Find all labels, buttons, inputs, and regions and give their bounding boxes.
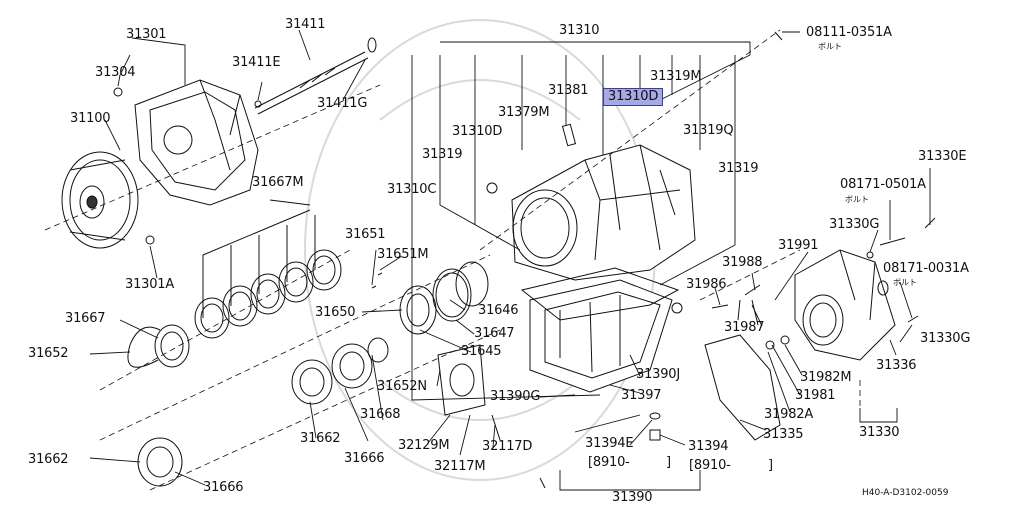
part-label-31645[interactable]: 31645	[461, 344, 502, 359]
part-label-31330e[interactable]: 31330E	[918, 149, 967, 164]
part-label-31981[interactable]: 31981	[795, 388, 836, 403]
part-label-31310[interactable]: 31310	[559, 23, 600, 38]
diagram-code: H40-A-D3102-0059	[862, 488, 949, 498]
clutch-plates-part	[194, 209, 342, 339]
part-label-31397[interactable]: 31397	[621, 388, 662, 403]
bolt-note-08111: ボルト	[818, 42, 842, 51]
bolt-note-08171-0501a: ボルト	[845, 195, 869, 204]
clutch-drum-part	[137, 337, 389, 487]
input-shaft-part	[254, 37, 377, 115]
part-label-31390g[interactable]: 31390G	[490, 389, 541, 404]
part-label-31982m[interactable]: 31982M	[800, 370, 852, 385]
part-label-31330[interactable]: 31330	[859, 425, 900, 440]
part-label-31379m[interactable]: 31379M	[498, 105, 550, 120]
extension-gasket-part	[704, 334, 781, 441]
part-label-31310c[interactable]: 31310C	[387, 182, 437, 197]
part-label-32117m[interactable]: 32117M	[434, 459, 486, 474]
part-label-31330g-lower[interactable]: 31330G	[920, 331, 971, 346]
transmission-case-part	[486, 123, 696, 281]
part-label-31336[interactable]: 31336	[876, 358, 917, 373]
part-label-31394-date: [8910-	[689, 458, 731, 473]
part-label-31651[interactable]: 31651	[345, 227, 386, 242]
pan-gasket-part	[520, 267, 680, 321]
part-label-31667[interactable]: 31667	[65, 311, 106, 326]
part-label-31301[interactable]: 31301	[126, 27, 167, 42]
assembly-axis-lines	[44, 29, 861, 491]
part-label-08171-0031a[interactable]: 08171-0031A	[883, 261, 969, 276]
part-label-31394-date-end: ]	[768, 458, 773, 473]
part-label-31652n[interactable]: 31652N	[377, 379, 427, 394]
drain-plug-part	[539, 412, 661, 489]
part-label-31301a[interactable]: 31301A	[125, 277, 175, 292]
part-label-31666[interactable]: 31666	[344, 451, 385, 466]
torque-converter-part	[61, 151, 139, 249]
part-label-31304[interactable]: 31304	[95, 65, 136, 80]
part-label-31987[interactable]: 31987	[724, 320, 765, 335]
part-label-31651m[interactable]: 31651M	[377, 247, 429, 262]
part-label-31390[interactable]: 31390	[612, 490, 653, 505]
part-label-31647[interactable]: 31647	[474, 326, 515, 341]
part-label-31310d-highlighted[interactable]: 31310D	[603, 88, 664, 106]
part-label-31668[interactable]: 31668	[360, 407, 401, 422]
part-label-32129m[interactable]: 32129M	[398, 438, 450, 453]
part-label-31411[interactable]: 31411	[285, 17, 326, 32]
piston-seal-part	[371, 261, 489, 335]
part-label-31319m[interactable]: 31319M	[650, 69, 702, 84]
part-label-31381[interactable]: 31381	[548, 83, 589, 98]
part-label-31394e-date: [8910-	[588, 455, 630, 470]
part-label-31394e[interactable]: 31394E	[585, 436, 634, 451]
part-label-08171-0501a[interactable]: 08171-0501A	[840, 177, 926, 192]
part-label-31411e[interactable]: 31411E	[232, 55, 281, 70]
part-label-31335[interactable]: 31335	[763, 427, 804, 442]
bolt-parts	[113, 31, 936, 323]
part-label-31646[interactable]: 31646	[478, 303, 519, 318]
speedometer-parts	[711, 284, 790, 350]
part-label-31390j[interactable]: 31390J	[636, 367, 680, 382]
part-label-31662[interactable]: 31662	[300, 431, 341, 446]
part-label-31982a[interactable]: 31982A	[764, 407, 814, 422]
part-label-31319-right[interactable]: 31319	[718, 161, 759, 176]
bell-housing-part	[134, 79, 259, 206]
end-plate-part	[127, 324, 190, 368]
part-label-31319q[interactable]: 31319Q	[683, 123, 734, 138]
part-label-31650[interactable]: 31650	[315, 305, 356, 320]
extension-housing-part	[794, 249, 896, 361]
servo-cover-part	[437, 344, 501, 441]
bolt-note-08171-0031a: ボルト	[893, 278, 917, 287]
part-label-31662-lower[interactable]: 31662	[28, 452, 69, 467]
part-label-31394[interactable]: 31394	[688, 439, 729, 454]
part-label-08111-0351a[interactable]: 08111-0351A	[806, 25, 892, 40]
part-label-31319[interactable]: 31319	[422, 147, 463, 162]
part-label-31667m[interactable]: 31667M	[252, 175, 304, 190]
part-label-31100[interactable]: 31100	[70, 111, 111, 126]
part-label-31991[interactable]: 31991	[778, 238, 819, 253]
part-label-31330g[interactable]: 31330G	[829, 217, 880, 232]
leader-lines	[89, 29, 931, 491]
part-label-32117d[interactable]: 32117D	[482, 439, 533, 454]
part-label-31310d[interactable]: 31310D	[452, 124, 503, 139]
part-label-31666-lower[interactable]: 31666	[203, 480, 244, 495]
part-label-31986[interactable]: 31986	[686, 277, 727, 292]
oil-pan-part	[529, 279, 683, 393]
part-label-31394e-date-end: ]	[666, 455, 671, 470]
part-label-31988[interactable]: 31988	[722, 255, 763, 270]
part-label-31652[interactable]: 31652	[28, 346, 69, 361]
part-label-31411g[interactable]: 31411G	[317, 96, 368, 111]
